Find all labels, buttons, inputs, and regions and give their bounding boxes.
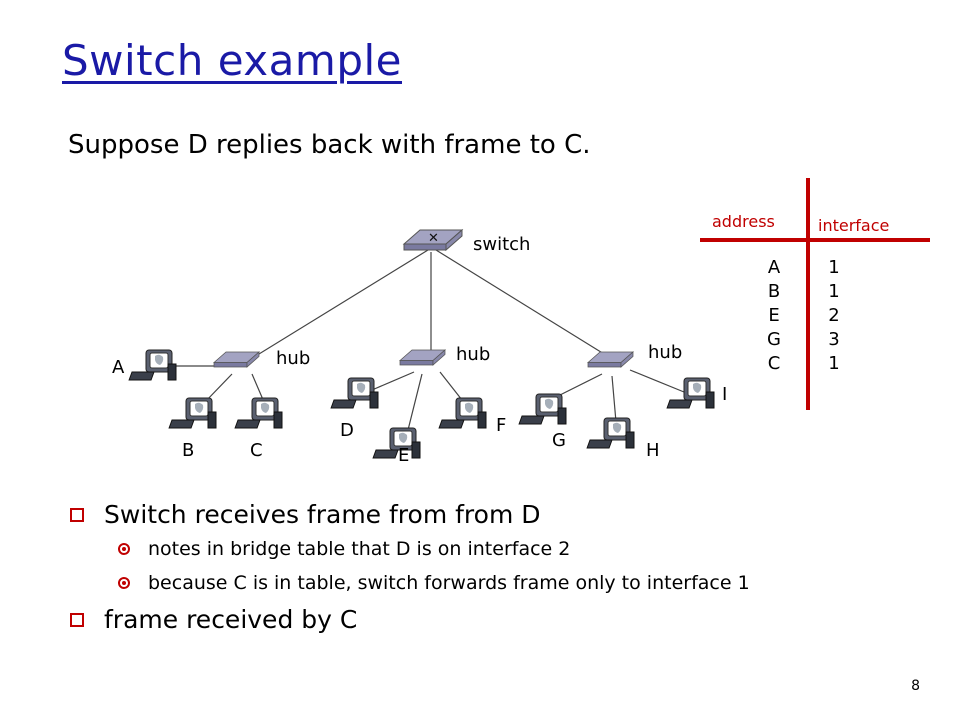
slide-subtitle: Suppose D replies back with frame to C. — [68, 130, 591, 160]
sub-bullet-text: notes in bridge table that D is on inter… — [148, 538, 571, 560]
link-hub3-I — [629, 369, 685, 393]
bullet-list: Switch receives frame from from D notes … — [70, 500, 930, 640]
computer-icon — [234, 397, 283, 429]
link-hub2-E — [407, 373, 423, 431]
computer-icon — [518, 393, 567, 425]
hub-label: hub — [276, 348, 311, 369]
interface-cell: 1 — [828, 257, 840, 278]
hub-icon — [587, 351, 634, 368]
sub-bullet-item: because C is in table, switch forwards f… — [118, 569, 930, 597]
bullet-item: frame received by C — [70, 605, 930, 634]
sub-bullet-text: because C is in table, switch forwards f… — [148, 572, 750, 594]
host-label: H — [646, 440, 660, 461]
hub-label: hub — [648, 342, 683, 363]
host-label: G — [552, 430, 566, 451]
interface-column: 1 1 2 3 1 — [822, 256, 846, 376]
bullet-item: Switch receives frame from from D — [70, 500, 930, 529]
host-label: F — [496, 415, 507, 436]
round-bullet-icon — [118, 543, 130, 555]
hub-label: hub — [456, 344, 491, 365]
computer-icon — [586, 417, 635, 449]
address-column: A B E G C — [762, 256, 786, 376]
sub-bullet-item: notes in bridge table that D is on inter… — [118, 535, 930, 563]
switch-label: switch — [473, 234, 531, 255]
link-hub1-B — [204, 373, 233, 403]
interface-cell: 1 — [828, 353, 840, 374]
interface-cell: 3 — [828, 329, 840, 350]
computer-icon — [168, 397, 217, 429]
hub-icon — [399, 349, 446, 366]
link-hub3-H — [611, 375, 617, 423]
slide-title: Switch example — [62, 36, 402, 85]
svg-text:✕: ✕ — [428, 231, 439, 246]
address-cell: G — [767, 329, 781, 350]
link-hub2-D — [371, 371, 415, 391]
computer-icon — [438, 397, 487, 429]
page-number: 8 — [911, 678, 920, 694]
host-label: I — [722, 384, 728, 405]
computer-icon — [128, 349, 177, 381]
interface-column-header: interface — [818, 216, 890, 235]
round-bullet-icon — [118, 577, 130, 589]
interface-cell: 2 — [828, 305, 840, 326]
square-bullet-icon — [70, 508, 84, 522]
host-label: B — [182, 440, 195, 461]
address-cell: A — [767, 257, 781, 278]
computer-icon — [666, 377, 715, 409]
computer-icon — [330, 377, 379, 409]
host-label: D — [340, 420, 354, 441]
bullet-text: Switch receives frame from from D — [104, 500, 541, 529]
interface-cell: 1 — [828, 281, 840, 302]
address-cell: C — [767, 353, 781, 374]
address-cell: E — [768, 305, 780, 326]
computer-icon — [372, 427, 421, 459]
host-label: A — [112, 357, 125, 378]
link-hub2-F — [439, 371, 463, 401]
address-column-header: address — [712, 212, 775, 231]
link-switch-hub3 — [435, 249, 618, 363]
link-hub1-C — [251, 373, 265, 403]
bullet-text: frame received by C — [104, 605, 358, 634]
host-label: E — [398, 445, 410, 466]
square-bullet-icon — [70, 613, 84, 627]
host-label: C — [250, 440, 263, 461]
address-cell: B — [767, 281, 781, 302]
hub-icon — [213, 351, 260, 368]
link-switch-hub1 — [245, 249, 429, 363]
switch-icon: ✕ — [402, 228, 464, 252]
